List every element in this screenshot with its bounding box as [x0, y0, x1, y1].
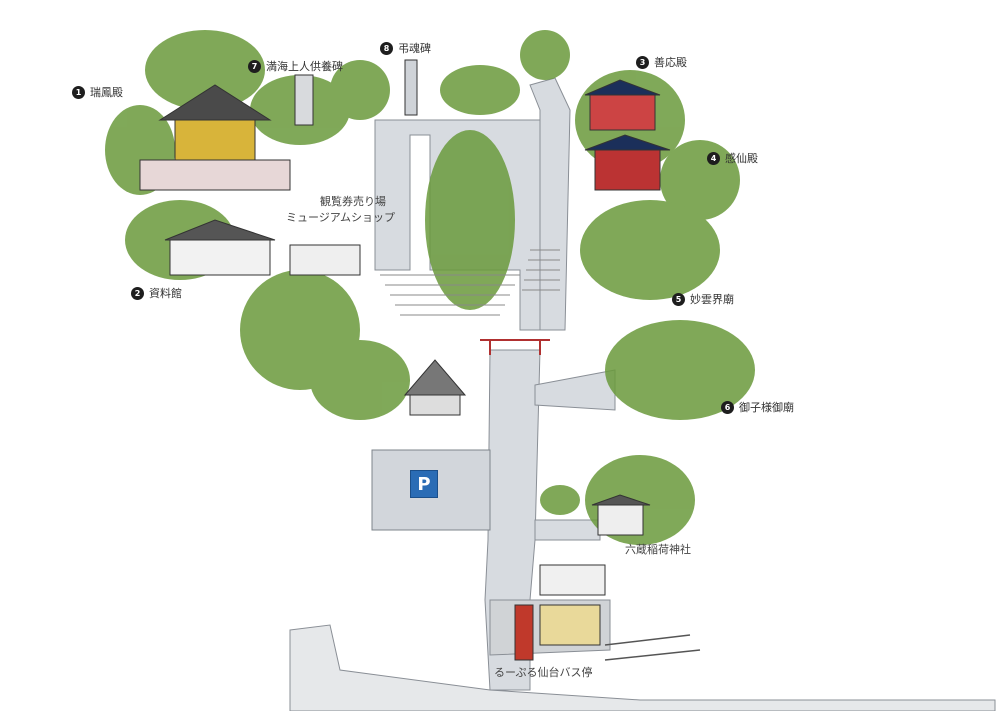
zuihoden-wall — [139, 159, 291, 191]
number-badge: 1 — [72, 85, 85, 99]
label-ticket-line2: ミュージアムショップ — [286, 211, 396, 224]
label-shiryokan[interactable]: 2 資料館 — [131, 285, 182, 301]
label-okosamagobyo[interactable]: 6 御子様御廟 — [721, 399, 794, 415]
hut-roof — [403, 359, 467, 396]
memorial-stone — [404, 59, 418, 116]
label-text: 御子様御廟 — [739, 401, 794, 414]
gate — [480, 339, 550, 355]
bottom-railing — [604, 634, 701, 661]
stairs — [380, 249, 560, 316]
side-path-rokuzou — [534, 519, 601, 541]
label-rokuzou[interactable]: 六蔵稲荷神社 — [625, 543, 691, 556]
number-badge: 7 — [248, 59, 261, 73]
bus-booth — [514, 604, 534, 661]
manka-stone — [294, 74, 314, 126]
right-upper-path — [529, 77, 571, 331]
label-text: 弔魂碑 — [398, 42, 431, 55]
kansenden-body — [594, 149, 661, 191]
label-text: 善応殿 — [654, 56, 687, 69]
number-badge: 8 — [380, 41, 393, 55]
side-path-right — [534, 369, 616, 411]
bottom-road — [289, 624, 996, 711]
label-text: 瑞鳳殿 — [90, 86, 123, 99]
label-text: 感仙殿 — [725, 152, 758, 165]
bus-building-upper — [539, 564, 606, 596]
label-text: 満海上人供養碑 — [266, 60, 343, 73]
bus-building-lower — [539, 604, 601, 646]
label-ticket-line1: 観覧券売り場 — [320, 195, 386, 208]
shiryokan-body — [169, 239, 271, 276]
label-text: 資料館 — [149, 287, 182, 300]
number-badge: 4 — [707, 151, 720, 165]
label-chouonhi[interactable]: 8 弔魂碑 — [380, 40, 431, 56]
shop-body — [289, 244, 361, 276]
buildings — [139, 59, 671, 661]
label-busstop[interactable]: るーぷる仙台バス停 — [494, 666, 593, 679]
zuihoden-body — [174, 119, 256, 161]
label-myounkaibyo[interactable]: 5 妙雲界廟 — [672, 291, 734, 307]
number-badge: 6 — [721, 400, 734, 414]
rokuzou-body — [597, 504, 644, 536]
label-zuihoden[interactable]: 1 瑞鳳殿 — [72, 84, 123, 100]
number-badge: 5 — [672, 292, 685, 306]
number-badge: 3 — [636, 55, 649, 69]
label-zennoden[interactable]: 3 善応殿 — [636, 54, 687, 70]
hut-body — [409, 394, 461, 416]
number-badge: 2 — [131, 286, 144, 300]
parking-sign: P — [410, 470, 438, 498]
label-manka[interactable]: 7 満海上人供養碑 — [248, 58, 343, 74]
zennoden-body — [589, 94, 656, 131]
label-text: 妙雲界廟 — [690, 293, 734, 306]
label-kansenden[interactable]: 4 感仙殿 — [707, 150, 758, 166]
